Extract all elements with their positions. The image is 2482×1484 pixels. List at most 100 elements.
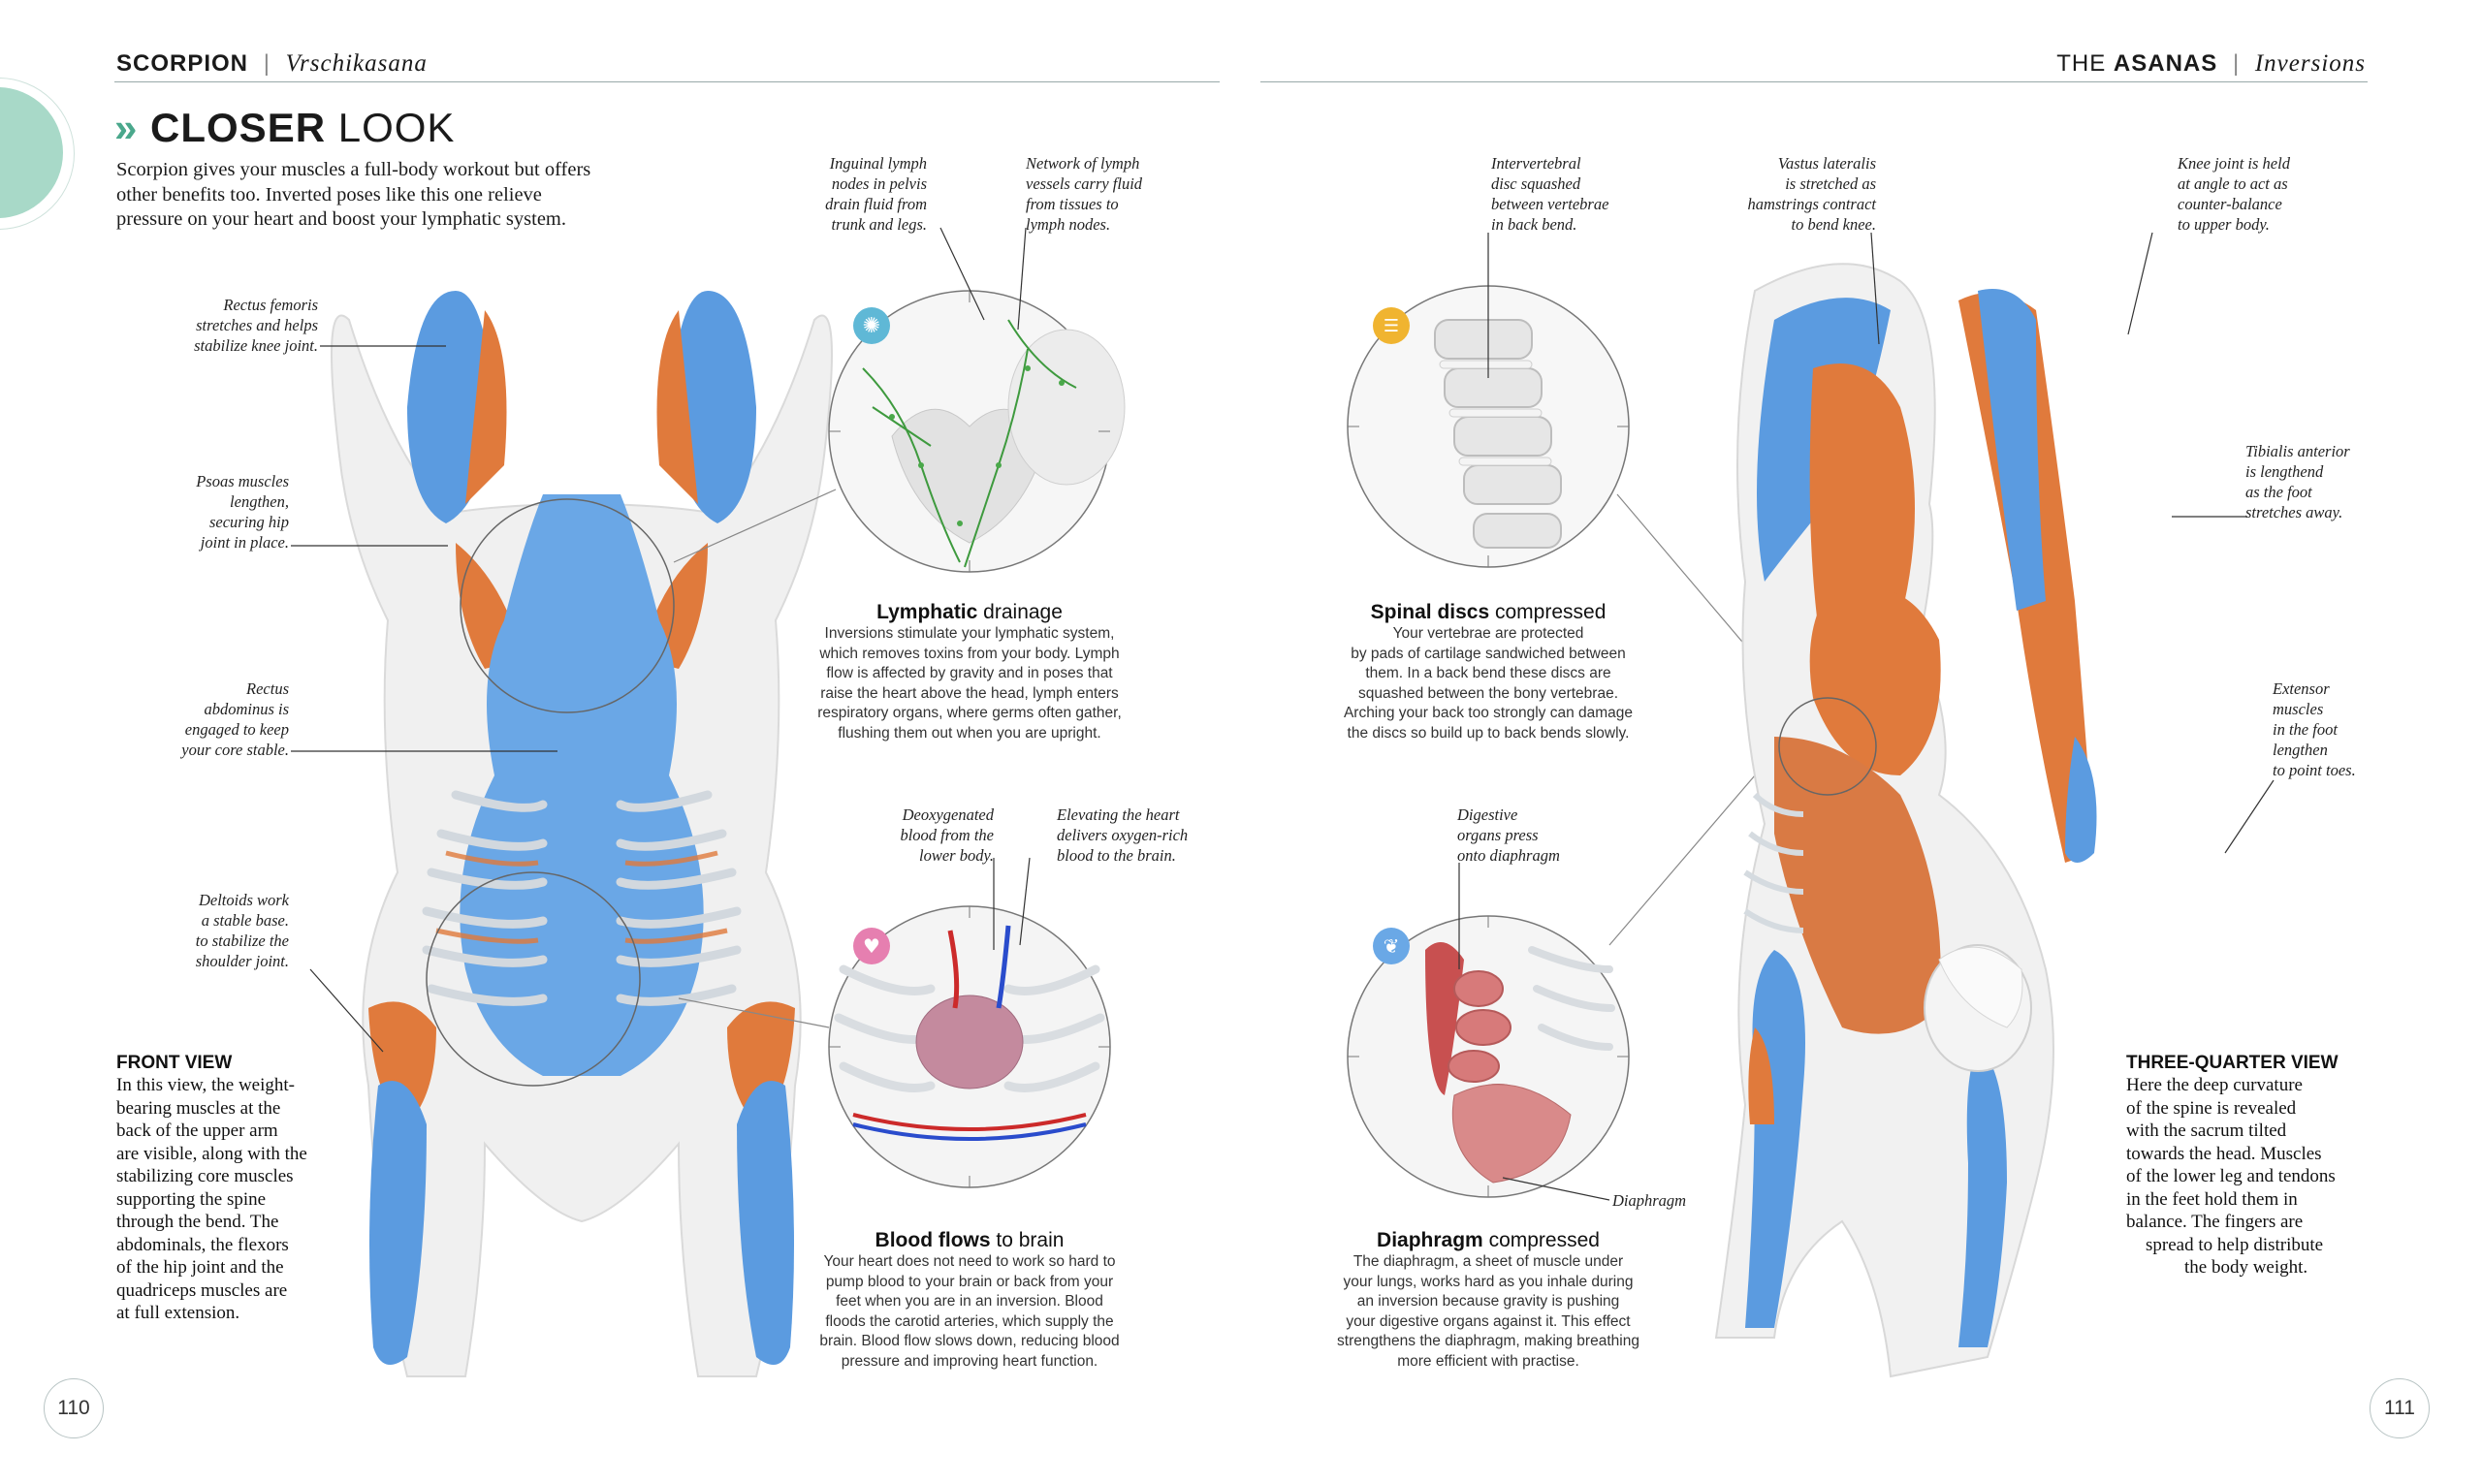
body-line: supporting the spine	[116, 1188, 267, 1210]
caption-bold: Lymphatic	[876, 601, 978, 623]
annotation-extensor: Extensor muscles in the foot lengthen to…	[2273, 679, 2408, 780]
body-line: flushing them out when you are upright.	[838, 724, 1101, 742]
annotation-line: in back bend.	[1491, 215, 1577, 234]
section-heading: » CLOSER LOOK	[114, 105, 455, 151]
annotation-line: from tissues to	[1026, 195, 1119, 213]
annotation-diaphragm-label: Diaphragm	[1612, 1191, 1687, 1210]
body-line: balance. The fingers are	[2126, 1212, 2304, 1232]
annotation-line: joint in place.	[200, 533, 289, 552]
annotation-line: to bend knee.	[1791, 215, 1876, 234]
annotation-line: Digestive	[1457, 805, 1518, 824]
lungs-icon: ❦	[1373, 928, 1410, 964]
front-view-figure	[331, 291, 833, 1377]
annotation-vastus-lateralis: Vastus lateralis is stretched as hamstri…	[1716, 153, 1876, 235]
three-quarter-caption: THREE-QUARTER VIEW Here the deep curvatu…	[2126, 1053, 2378, 1279]
intro-line: pressure on your heart and boost your ly…	[116, 208, 567, 230]
annotation-line: to point toes.	[2273, 761, 2356, 779]
annotation-deoxygenated: Deoxygenated blood from the lower body.	[853, 805, 994, 866]
section-prefix: THE	[2056, 50, 2107, 77]
chevron-icon: »	[114, 105, 139, 150]
annotation-line: as the foot	[2245, 483, 2312, 501]
annotation-intervertebral: Intervertebral disc squashed between ver…	[1491, 153, 1646, 235]
intro-text: Scorpion gives your muscles a full-body …	[116, 158, 590, 233]
annotation-line: at angle to act as	[2178, 174, 2288, 193]
body-line: Here the deep curvature	[2126, 1075, 2303, 1095]
body-line: spread to help distribute	[2146, 1234, 2324, 1255]
diaphragm-detail-circle	[1347, 774, 1756, 1201]
blood-caption: Blood flows to brain Your heart does not…	[795, 1229, 1144, 1373]
annotation-line: lengthen,	[230, 492, 289, 511]
lymph-caption: Lymphatic drainage Inversions stimulate …	[795, 601, 1144, 744]
annotation-line: Elevating the heart	[1057, 805, 1180, 824]
annotation-line: to stabilize the	[195, 931, 289, 950]
annotation-line: lymph nodes.	[1026, 215, 1111, 234]
caption-rest: compressed	[1495, 601, 1607, 623]
body-line: your lungs, works hard as you inhale dur…	[1343, 1273, 1634, 1290]
annotation-digestive-organs: Digestive organs press onto diaphragm	[1457, 805, 1603, 866]
blood-caption-title: Blood flows to brain	[795, 1229, 1144, 1252]
body-line: Arching your back too strongly can damag…	[1343, 705, 1634, 722]
intro-line: Scorpion gives your muscles a full-body …	[116, 159, 591, 180]
annotation-line: Rectus	[246, 679, 289, 698]
annotation-line: Deoxygenated	[902, 805, 994, 824]
annotation-line: securing hip	[208, 513, 289, 531]
annotation-line: Intervertebral	[1491, 154, 1581, 173]
body-line: The diaphragm, a sheet of muscle under	[1352, 1253, 1624, 1270]
spine-caption: Spinal discs compressed Your vertebrae a…	[1314, 601, 1663, 744]
body-line: Your vertebrae are protected	[1392, 625, 1584, 642]
annotation-line: blood to the brain.	[1057, 846, 1176, 865]
annotation-rectus-femoris: Rectus femoris stretches and helps stabi…	[145, 295, 318, 356]
annotation-line: trunk and legs.	[831, 215, 927, 234]
body-line: of the spine is revealed	[2126, 1097, 2297, 1119]
annotation-line: organs press	[1457, 826, 1539, 844]
spine-detail-circle	[1347, 233, 1824, 738]
annotation-line: lower body.	[919, 846, 994, 865]
annotation-knee-joint: Knee joint is held at angle to act as co…	[2178, 153, 2342, 235]
annotation-line: blood from the	[900, 826, 994, 844]
header-rule-left	[114, 81, 1220, 82]
caption-rest: to brain	[996, 1229, 1065, 1251]
caption-bold: Diaphragm	[1377, 1229, 1483, 1251]
annotation-line: Deltoids work	[198, 891, 289, 909]
intro-line: other benefits too. Inverted poses like …	[116, 183, 542, 205]
page-number-right: 111	[2370, 1378, 2430, 1438]
body-line: towards the head. Muscles	[2126, 1143, 2322, 1164]
heading-bold: CLOSER	[150, 105, 327, 150]
diaphragm-caption-title: Diaphragm compressed	[1314, 1229, 1663, 1252]
section-subtitle: Inversions	[2254, 50, 2366, 77]
lymph-caption-title: Lymphatic drainage	[795, 601, 1144, 624]
three-quarter-leader-lines	[1870, 232, 2275, 854]
header-separator: |	[263, 50, 270, 77]
body-line: back of the upper arm	[116, 1121, 278, 1141]
caption-bold: Spinal discs	[1370, 601, 1490, 623]
body-line: the discs so build up to back bends slow…	[1347, 724, 1630, 742]
body-line: stabilizing core muscles	[116, 1166, 294, 1186]
annotation-line: Rectus femoris	[223, 296, 318, 314]
annotation-lymph-network: Network of lymph vessels carry fluid fro…	[1026, 153, 1181, 235]
body-line: in the feet hold them in	[2126, 1188, 2298, 1210]
annotation-inguinal-lymph: Inguinal lymph nodes in pelvis drain flu…	[795, 153, 927, 235]
body-line: Inversions stimulate your lymphatic syst…	[824, 625, 1115, 642]
annotation-line: Tibialis anterior	[2245, 442, 2350, 460]
section-title: ASANAS	[2113, 50, 2218, 77]
annotation-rectus-abdominus: Rectus abdominus is engaged to keep your…	[145, 679, 289, 760]
front-view-caption: FRONT VIEW In this view, the weight- bea…	[116, 1053, 368, 1325]
page-number-left: 110	[44, 1378, 104, 1438]
annotation-line: stabilize knee joint.	[194, 336, 318, 355]
annotation-line: counter-balance	[2178, 195, 2282, 213]
three-quarter-figure	[1714, 263, 2097, 1378]
lymph-cell-icon: ✺	[853, 307, 890, 344]
annotation-line: is stretched as	[1785, 174, 1876, 193]
annotation-line: shoulder joint.	[195, 952, 289, 970]
front-leader-lines	[291, 345, 557, 1053]
annotation-line: nodes in pelvis	[831, 174, 927, 193]
annotation-elevating-heart: Elevating the heart delivers oxygen-rich…	[1057, 805, 1231, 866]
annotation-line: stretches away.	[2245, 503, 2343, 521]
annotation-line: in the foot	[2273, 720, 2338, 739]
body-line: more efficient with practise.	[1397, 1352, 1579, 1370]
annotation-line: muscles	[2273, 700, 2324, 718]
annotation-line: engaged to keep	[184, 720, 289, 739]
annotation-line: drain fluid from	[825, 195, 927, 213]
body-line: the body weight.	[2184, 1257, 2308, 1278]
